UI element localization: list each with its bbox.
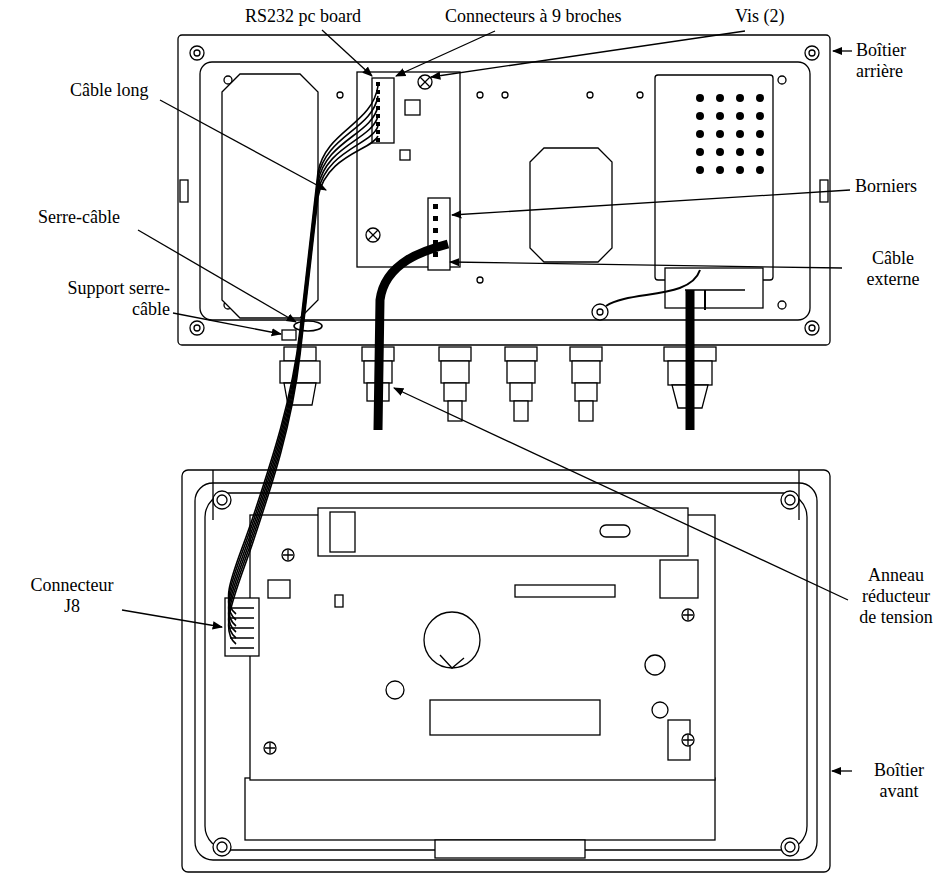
callout-label: Boîtier avant (856, 760, 942, 802)
callout-label: Boîtier arrière (856, 40, 942, 82)
callout-label: Connecteur J8 (22, 575, 122, 617)
callout-label: Anneau réducteur de tension (852, 565, 940, 628)
callout-label: Support serre-câble (52, 278, 170, 320)
callout-label: Connecteurs à 9 broches (445, 6, 685, 27)
callout-label: RS232 pc board (245, 6, 385, 27)
callout-label: Borniers (855, 176, 943, 197)
callout-label: Câble long (70, 80, 162, 101)
callout-label: Serre-câble (38, 207, 142, 228)
callout-label: Câble externe (845, 248, 941, 290)
callout-label: Vis (2) (735, 6, 815, 27)
